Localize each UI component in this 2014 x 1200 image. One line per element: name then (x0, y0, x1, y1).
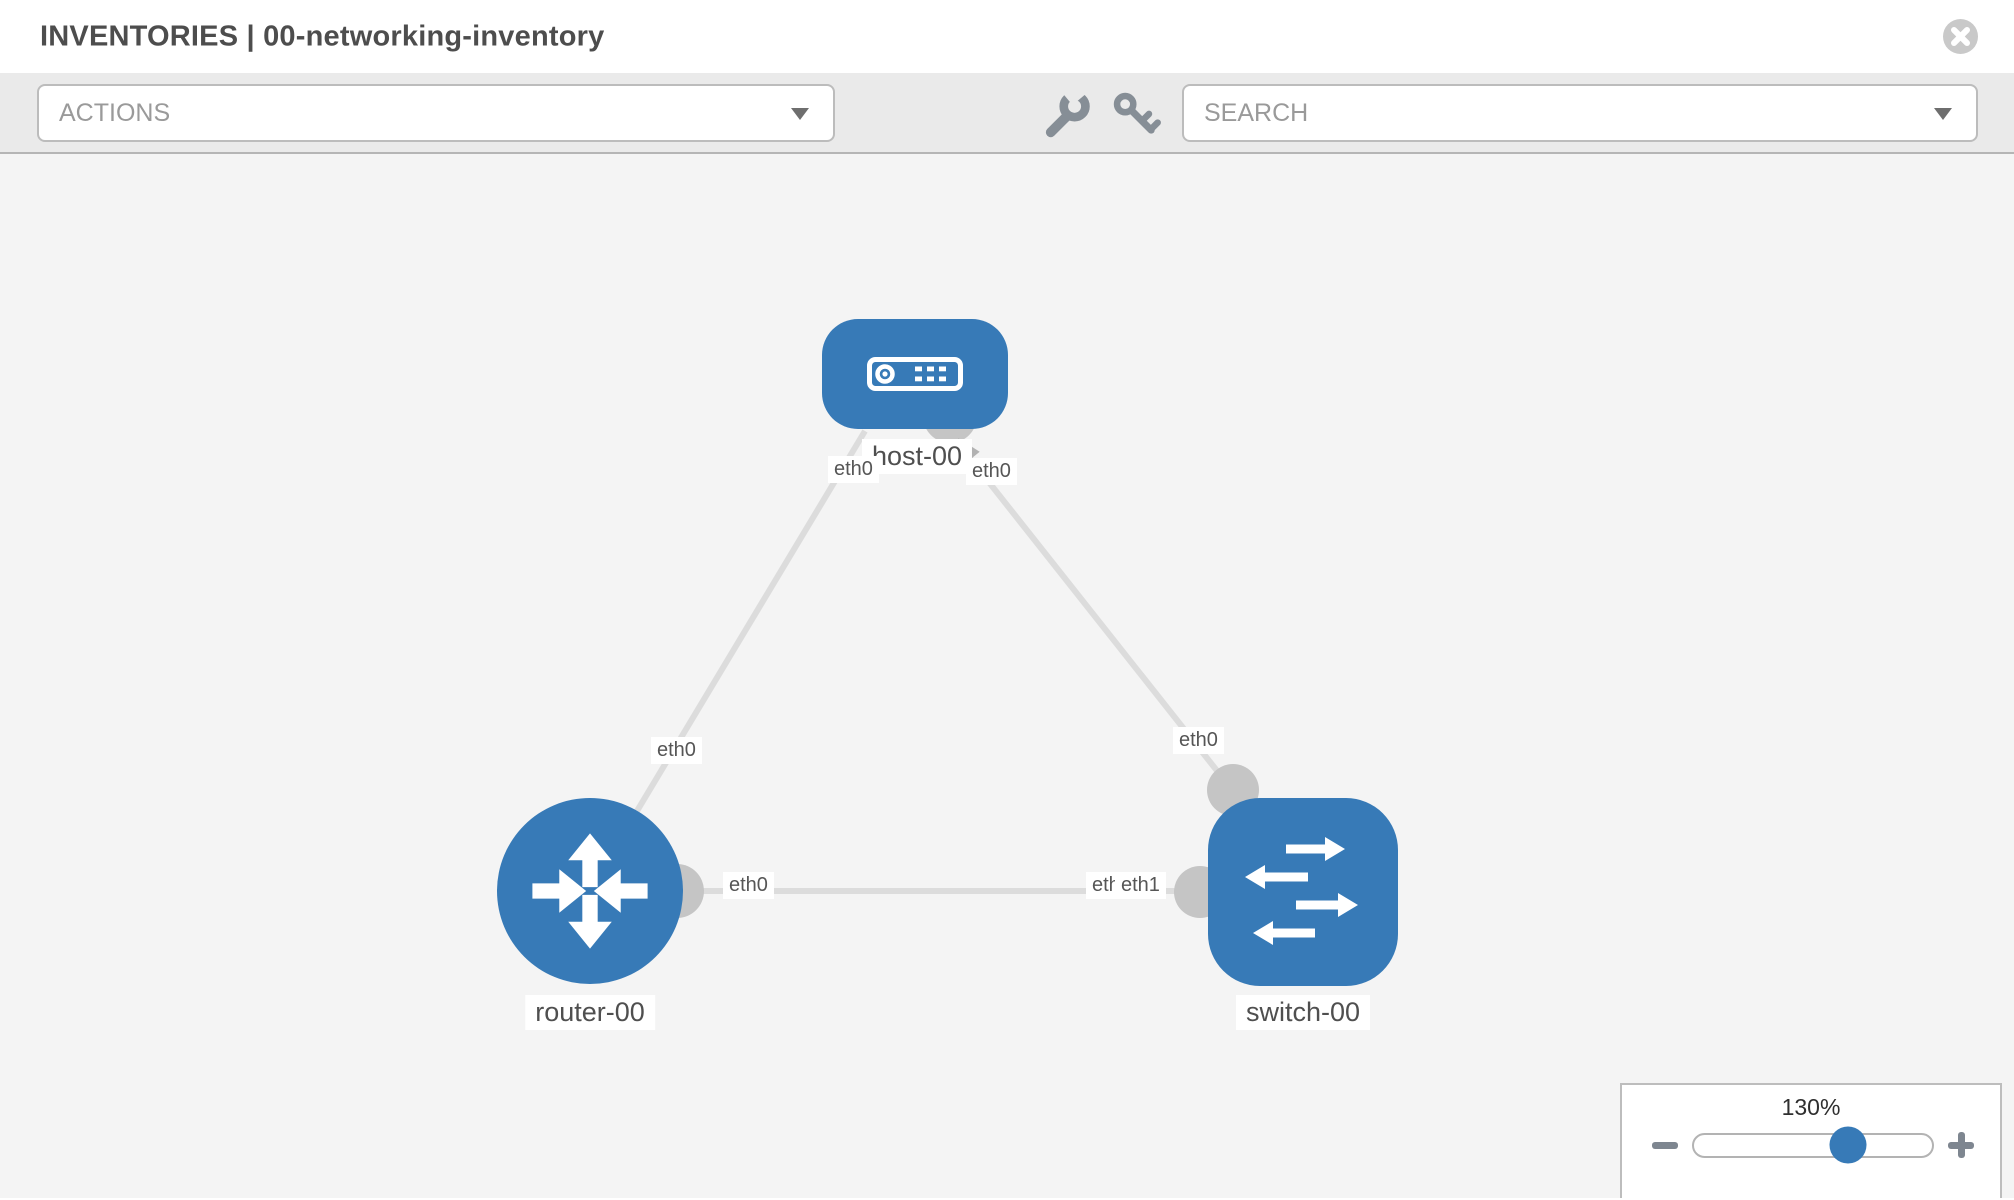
node-label-switch: switch-00 (1235, 995, 1371, 1030)
zoom-slider[interactable] (1692, 1126, 1934, 1164)
chevron-down-icon (1934, 108, 1952, 120)
zoom-panel: 130% (1620, 1083, 2002, 1198)
node-label-host: host-00 (861, 439, 973, 474)
zoom-in-icon[interactable] (1948, 1132, 1974, 1158)
router-icon (532, 833, 648, 949)
configure-button[interactable] (1041, 82, 1093, 141)
zoom-controls (1652, 1126, 1974, 1164)
zoom-level: 130% (1781, 1094, 1841, 1120)
node-label-router: router-00 (525, 995, 655, 1030)
node-switch[interactable] (1208, 798, 1398, 986)
chevron-down-icon (791, 108, 809, 120)
close-icon (1943, 19, 1978, 54)
toolbar: ACTIONS SEARCH (0, 73, 2014, 154)
close-button[interactable] (1942, 18, 1979, 55)
search-dropdown-label: SEARCH (1204, 98, 1309, 127)
topology-canvas[interactable]: host-00 router-00 switch-00 eth0 eth0 et… (0, 154, 2014, 1198)
zoom-out-icon[interactable] (1652, 1141, 1678, 1149)
iface-label-router-to-switch: eth0 (723, 872, 774, 899)
switch-icon (1245, 837, 1358, 945)
actions-dropdown[interactable]: ACTIONS (37, 84, 835, 142)
iface-label-switch-to-router: eth1 (1115, 872, 1166, 899)
page-title: INVENTORIES | 00-networking-inventory (40, 20, 605, 52)
host-icon (867, 357, 963, 391)
node-host[interactable] (822, 319, 1008, 429)
iface-label-router-to-host: eth0 (651, 737, 702, 764)
key-icon (1113, 92, 1161, 134)
header: INVENTORIES | 00-networking-inventory (0, 0, 2014, 73)
search-dropdown[interactable]: SEARCH (1182, 84, 1978, 142)
iface-label-host-to-router: eth0 (828, 456, 879, 483)
node-router[interactable] (497, 798, 683, 984)
iface-label-switch-to-host: eth0 (1173, 727, 1224, 754)
wrench-icon (1045, 82, 1090, 138)
zoom-slider-knob[interactable] (1829, 1126, 1866, 1164)
actions-dropdown-label: ACTIONS (59, 98, 171, 127)
credentials-button[interactable] (1110, 89, 1162, 141)
topology-links-layer (586, 389, 1259, 918)
iface-label-host-to-switch: eth0 (966, 458, 1017, 485)
